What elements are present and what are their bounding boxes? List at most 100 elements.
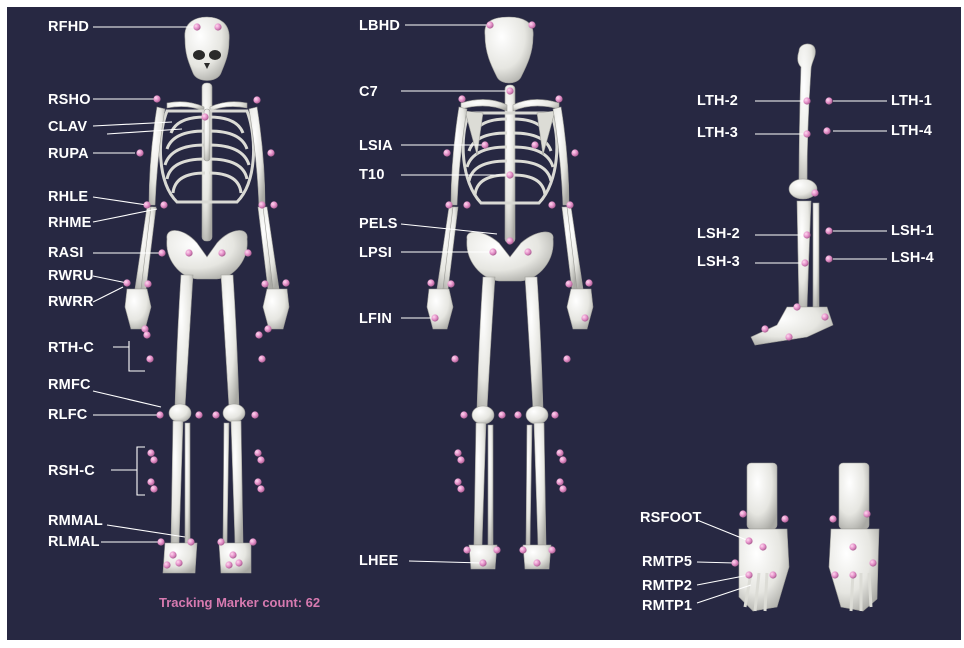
marker-lhle [270,201,277,208]
feet-detail [739,463,879,611]
label-rsho: RSHO [48,92,91,108]
label-lth-1: LTH-1 [891,93,932,109]
marker-rwru [123,279,130,286]
marker-foot-l-5 [849,571,856,578]
front-right-humerus [149,107,165,205]
marker-lsho [253,96,260,103]
marker-lwrr [261,280,268,287]
marker-foot-r-1 [739,510,746,517]
marker-back-lmfc [498,411,505,418]
marker-foot-l-1 [829,515,836,522]
marker-rth-1 [143,331,150,338]
marker-back-rth [563,355,570,362]
marker-lsia [481,141,488,148]
skeleton-figure [7,7,961,640]
marker-lpel [218,249,225,256]
marker-lsh-2 [803,231,810,238]
label-lth-4: LTH-4 [891,123,932,139]
marker-lsh-1 [825,227,832,234]
marker-rtoe-1 [169,551,176,558]
tracking-marker-count: Tracking Marker count: 62 [159,595,320,610]
marker-side-mal [793,303,800,310]
marker-llmal [249,538,256,545]
marker-rsho [153,95,160,102]
label-lsh-3: LSH-3 [697,254,740,270]
marker-rfin-back [581,314,588,321]
label-lth-2: LTH-2 [697,93,738,109]
marker-lupa [267,149,274,156]
diagram-panel: RFHD RSHO CLAV RUPA RHLE RHME RASI RWRU … [7,7,961,640]
label-rupa: RUPA [48,146,89,162]
marker-back-lupa [443,149,450,156]
marker-back-lmmal [493,546,500,553]
marker-back-rwru [585,279,592,286]
marker-back-rsh-3 [556,478,563,485]
back-skeleton [427,17,593,569]
marker-back-lsh-1 [454,449,461,456]
front-right-femur [175,275,193,407]
marker-back-rlfc [551,411,558,418]
marker-pels [506,237,513,244]
marker-ltoe-3 [225,561,232,568]
label-lhee: LHEE [359,553,398,569]
marker-back-lmal [463,546,470,553]
front-left-femur [221,275,239,407]
marker-lbhd [486,21,493,28]
marker-ltoe-1 [229,551,236,558]
marker-side-toe-1 [761,325,768,332]
marker-lsh-4 [825,255,832,262]
marker-llfc [251,411,258,418]
marker-lsh-3 [801,259,808,266]
marker-side-knee [811,189,818,196]
marker-back-lsho [458,95,465,102]
marker-back-rmfc [514,411,521,418]
marker-side-toe-2 [785,333,792,340]
marker-lmfc [212,411,219,418]
marker-lth-3 [803,130,810,137]
label-c7: C7 [359,84,378,100]
marker-back-rupa [571,149,578,156]
marker-clav [201,113,208,120]
marker-back-rmal [548,546,555,553]
marker-foot-l-4 [831,571,838,578]
label-rlfc: RLFC [48,407,87,423]
marker-back-lsh-4 [457,485,464,492]
label-lsh-2: LSH-2 [697,226,740,242]
marker-rbhd [528,21,535,28]
marker-rfhd [193,23,200,30]
label-rsfoot: RSFOOT [640,510,702,526]
label-rmmal: RMMAL [48,513,103,529]
marker-back-rsh-1 [556,449,563,456]
marker-lhee [479,559,486,566]
marker-back-rhle [566,201,573,208]
marker-lasi [244,249,251,256]
marker-ltoe-2 [235,559,242,566]
marker-foot-l-2 [863,510,870,517]
marker-lpsi [489,248,496,255]
marker-back-rsho [555,95,562,102]
marker-rsh-4 [150,485,157,492]
marker-lth-2 [803,97,810,104]
marker-rsfoot [745,537,752,544]
marker-lfin [264,325,271,332]
marker-back-rsh-2 [559,456,566,463]
label-rfhd: RFHD [48,19,89,35]
marker-lwru [282,279,289,286]
marker-rsia [531,141,538,148]
marker-rtoe-2 [175,559,182,566]
marker-rmmal [187,538,194,545]
marker-rlmal [157,538,164,545]
marker-lsh-2 [257,456,264,463]
marker-back-rhme [548,201,555,208]
label-rmtp1: RMTP1 [642,598,692,614]
marker-lth-2 [258,355,265,362]
label-rasi: RASI [48,245,83,261]
marker-side-hee [821,313,828,320]
side-leg [751,44,833,345]
marker-rupa [136,149,143,156]
label-lsh-1: LSH-1 [891,223,934,239]
marker-c7 [506,87,513,94]
label-lfin: LFIN [359,311,392,327]
label-lpsi: LPSI [359,245,392,261]
marker-rsh-3 [147,478,154,485]
